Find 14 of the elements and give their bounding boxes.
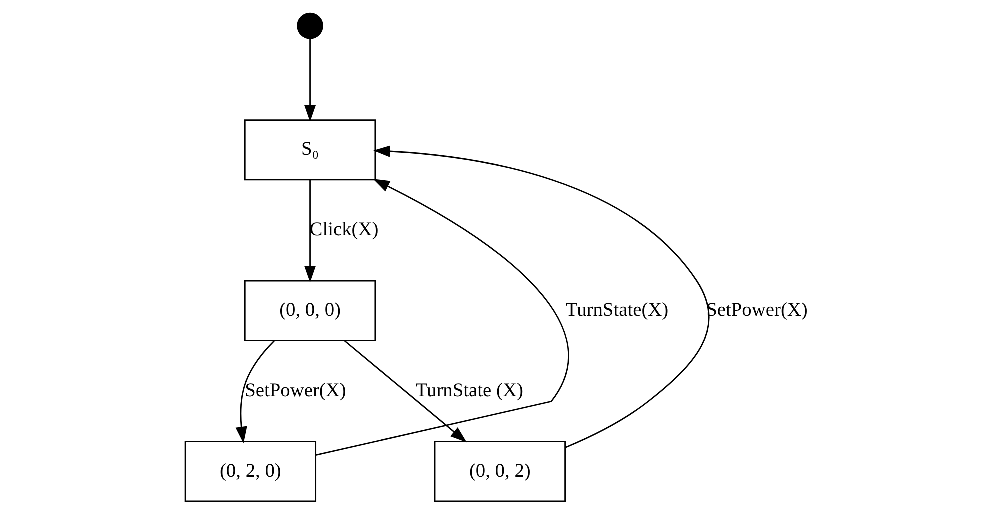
arrow (236, 340, 276, 444)
node-box: S₀ (244, 120, 376, 181)
node-circle (297, 12, 324, 40)
arrow (316, 179, 570, 456)
edge-label: TurnState(X) (566, 300, 669, 321)
node-box: (0, 2, 0) (184, 441, 317, 502)
node-box: (0, 0, 0) (244, 280, 376, 342)
node-box: (0, 0, 2) (434, 441, 566, 502)
edge-label: TurnState (X) (416, 380, 524, 402)
arrow (304, 38, 316, 122)
arrow (304, 180, 316, 283)
arrow (344, 340, 467, 443)
edge-label: SetPower(X) (245, 380, 346, 402)
arrow (374, 146, 710, 448)
